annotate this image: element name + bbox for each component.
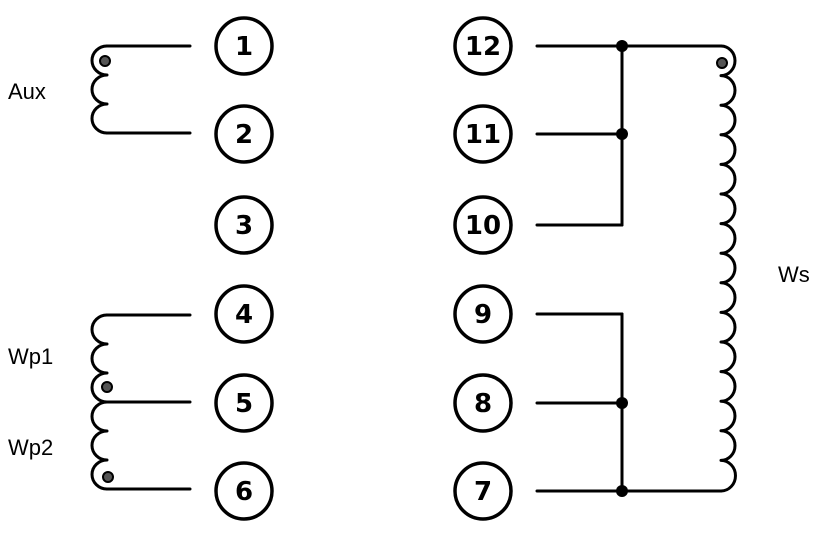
pin-number: 8 [474, 389, 492, 419]
pin-circle [214, 373, 274, 433]
wp2-polarity-dot [102, 471, 114, 483]
pin-1: 1 [214, 16, 274, 76]
pin-circle [214, 195, 274, 255]
pin-circle [453, 104, 513, 164]
pin-number: 5 [235, 389, 253, 419]
pin-circle [214, 104, 274, 164]
pin-number: 3 [235, 211, 253, 241]
aux-polarity-dot [99, 55, 111, 67]
pin-3: 3 [214, 195, 274, 255]
pin-circle [453, 195, 513, 255]
pin-number: 7 [474, 477, 492, 507]
ws-winding: Ws [535, 40, 810, 497]
aux-label: Aux [8, 79, 46, 104]
wp2-winding: Wp2 [8, 400, 192, 491]
junction-dot [616, 397, 628, 409]
pin-number: 4 [235, 300, 253, 330]
pin-circle [214, 284, 274, 344]
aux-winding: Aux [8, 44, 192, 135]
pin-number: 6 [235, 477, 253, 507]
pin-number: 12 [465, 32, 501, 62]
ws-coil [719, 44, 737, 493]
ws-label: Ws [778, 262, 810, 287]
pin-number: 2 [235, 120, 253, 150]
pin-11: 11 [453, 104, 513, 164]
pin-circle [453, 461, 513, 521]
aux-coil [90, 44, 109, 135]
pin-6: 6 [214, 461, 274, 521]
wp1-coil [90, 313, 109, 404]
pin-2: 2 [214, 104, 274, 164]
pin-number: 9 [474, 300, 492, 330]
pin-number: 1 [235, 32, 253, 62]
junction-dot [616, 485, 628, 497]
pin-10: 10 [453, 195, 513, 255]
wp2-label: Wp2 [8, 435, 53, 460]
pin-7: 7 [453, 461, 513, 521]
pin-9: 9 [453, 284, 513, 344]
pin-8: 8 [453, 373, 513, 433]
pin-12: 12 [453, 16, 513, 76]
pin-5: 5 [214, 373, 274, 433]
pin-4: 4 [214, 284, 274, 344]
wp1-polarity-dot [101, 381, 113, 393]
pin-circle [453, 16, 513, 76]
pin-circle [453, 373, 513, 433]
junction-dot [616, 40, 628, 52]
pin-number: 11 [465, 120, 501, 150]
pin-circle [214, 461, 274, 521]
pin-circle [214, 16, 274, 76]
wp1-winding: Wp1 [8, 313, 192, 404]
wp1-label: Wp1 [8, 344, 53, 369]
wp2-coil [90, 400, 109, 491]
ws-polarity-dot [716, 57, 728, 69]
pin-circle [453, 284, 513, 344]
pin-number: 10 [465, 211, 501, 241]
junction-dot [616, 128, 628, 140]
